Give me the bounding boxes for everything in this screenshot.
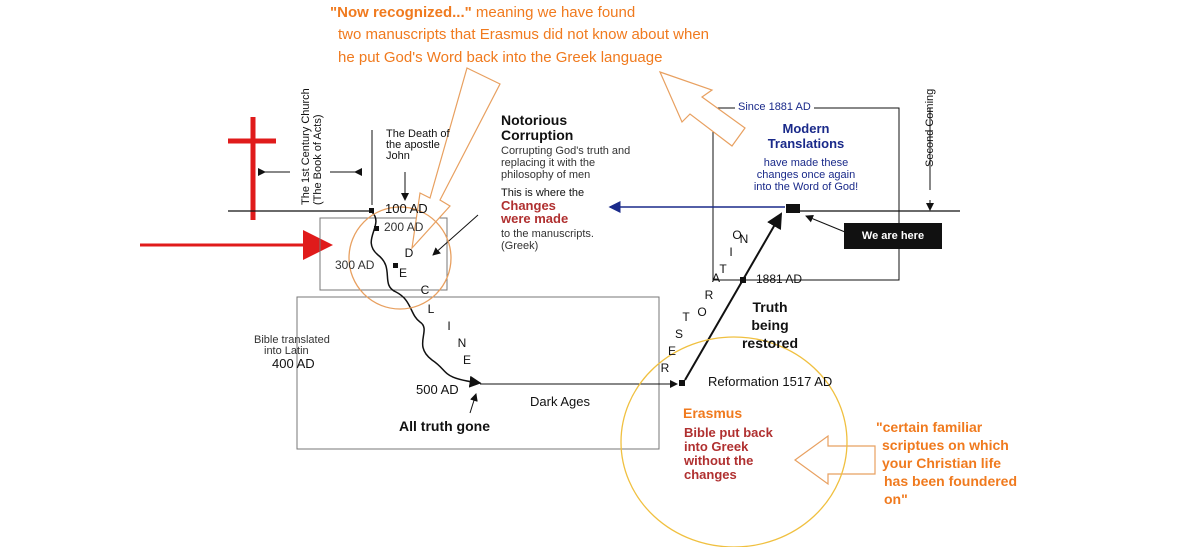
now-recognized-line-2: two manuscripts that Erasmus did not kno… [338, 26, 710, 43]
erasmus-label: Erasmus [683, 405, 743, 421]
restoration-letter: T [682, 310, 690, 324]
erasmus-highlight-circle [620, 336, 848, 547]
decline-letter: N [457, 336, 467, 350]
now-recognized-note: "Now recognized..." meaning we have foun… [330, 4, 636, 21]
decline-letter: I [447, 319, 451, 333]
red-cross [228, 117, 276, 220]
notorious-corruption-title: Notorious Corruption [501, 112, 574, 143]
now-recognized-line-3: he put God's Word back into the Greek la… [338, 49, 663, 66]
we-are-here-badge: We are here [844, 223, 942, 249]
first-century-church-label: The 1st Century Church (The Book of Acts… [300, 88, 324, 205]
dark-ages-box [296, 296, 660, 450]
changes-were-made: Changes were made [501, 198, 569, 226]
truth-being-restored-label: Truth being restored [741, 299, 799, 351]
date-300-ad: 300 AD [335, 258, 375, 272]
bible-latin-label: Bible translated into Latin [254, 334, 330, 357]
reformation-label: Reformation 1517 AD [708, 374, 833, 389]
restoration-letter: N [739, 232, 749, 246]
where-changes-line: This is where the [501, 187, 585, 199]
decline-highlight-circle [348, 206, 452, 310]
restoration-letter: R [704, 288, 714, 302]
date-100-ad: 100 AD [385, 201, 428, 216]
death-of-john-label: The Death of the apostle John [386, 128, 450, 162]
date-400-ad: 400 AD [272, 356, 315, 371]
restoration-letter: O [697, 305, 707, 319]
restoration-letter: O [732, 228, 742, 242]
decline-letter: D [404, 246, 414, 260]
present-marker [786, 204, 800, 213]
corruption-description: Corrupting God's truth and replacing it … [501, 145, 631, 181]
now-recognized-title: "Now recognized..." [330, 4, 472, 21]
decline-letter: C [420, 283, 430, 297]
to-manuscripts-label: to the manuscripts. (Greek) [501, 228, 594, 252]
date-200-ad: 200 AD [384, 220, 424, 234]
restoration-letter: I [729, 245, 733, 259]
restoration-letter: E [667, 344, 676, 358]
certain-familiar-note: "certain familiar scriptues on which you… [876, 419, 1018, 507]
date-500-ad: 500 AD [416, 382, 459, 397]
decline-path [370, 211, 482, 388]
restoration-letter: R [660, 361, 670, 375]
dark-ages-label: Dark Ages [530, 394, 590, 409]
since-1881-label: Since 1881 AD [735, 101, 814, 113]
restoration-letter: A [711, 271, 720, 285]
orange-callout-arrow-up [658, 70, 746, 147]
early-centuries-box [319, 217, 448, 291]
modern-translations-title: Modern Translations [767, 121, 845, 151]
decline-letter: E [462, 353, 471, 367]
erasmus-note: Bible put back into Greek without the ch… [684, 425, 773, 482]
decline-letter: L [427, 302, 435, 316]
decline-letter: E [398, 266, 407, 280]
restoration-letter: S [674, 327, 683, 341]
orange-callout-arrow-left [793, 434, 876, 486]
orange-callout-arrow-down [411, 67, 501, 250]
all-truth-gone-label: All truth gone [399, 418, 490, 434]
second-coming-label: Second Coming [924, 88, 936, 167]
date-1881-ad: 1881 AD [756, 272, 803, 286]
restoration-line [684, 212, 783, 381]
modern-translations-desc: have made these changes once again into … [753, 157, 859, 193]
restoration-letter: T [719, 262, 727, 276]
